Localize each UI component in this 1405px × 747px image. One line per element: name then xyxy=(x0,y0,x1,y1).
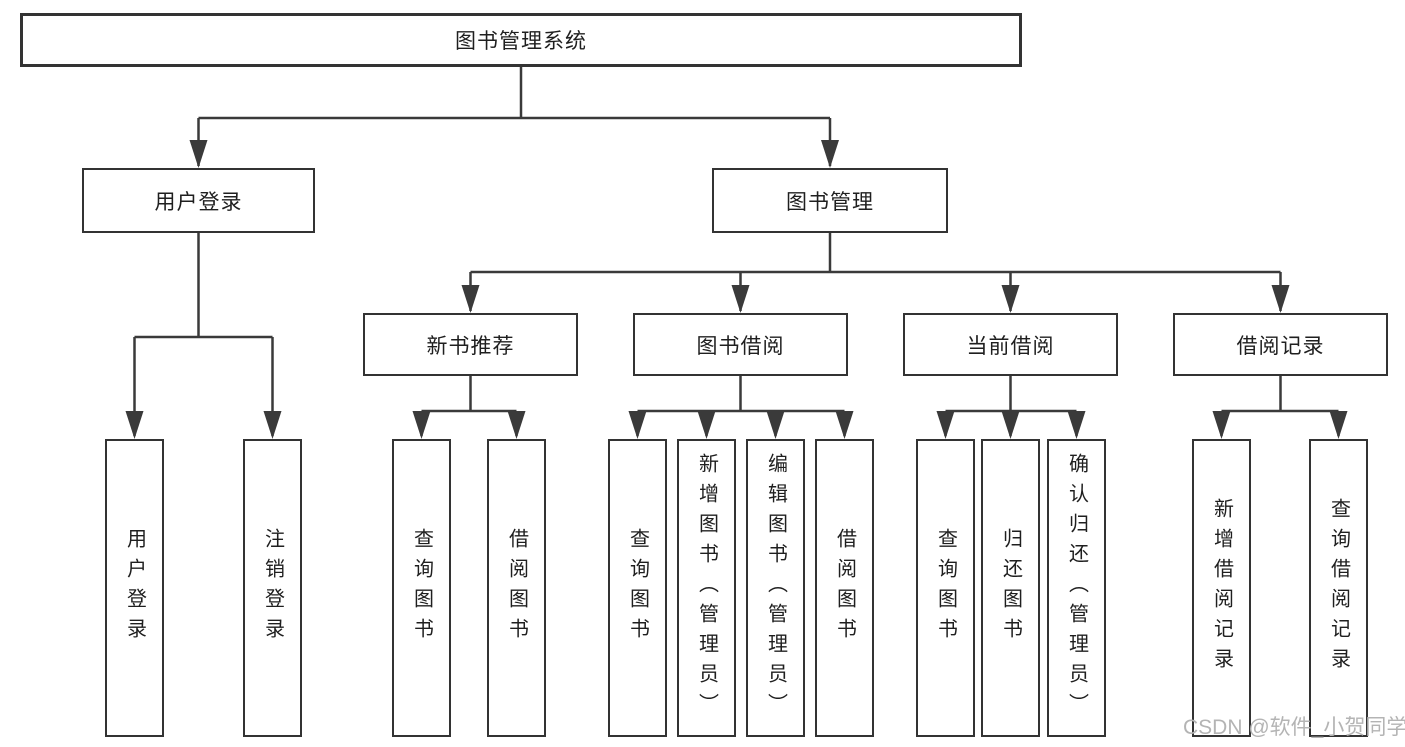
watermark: CSDN @软件_小贺同学 xyxy=(1183,716,1405,739)
node-label: 确认归还（管理员） xyxy=(1065,453,1088,723)
node-root: 图书管理系统 xyxy=(20,13,1022,67)
arrowhead xyxy=(461,285,480,313)
connector-root-to-level2 xyxy=(189,67,839,168)
node-new-book-recommend: 新书推荐 xyxy=(363,313,578,376)
arrowhead xyxy=(835,411,854,439)
node-label: 图书管理系统 xyxy=(455,30,587,53)
leaf-newbook-query-book: 查询图书 xyxy=(392,439,451,737)
arrowhead xyxy=(1329,411,1348,439)
node-label: 借阅记录 xyxy=(1236,334,1325,358)
node-label: 编辑图书（管理员） xyxy=(764,453,787,723)
node-user-login: 用户登录 xyxy=(82,168,315,233)
node-label: 借阅图书 xyxy=(833,528,856,648)
arrowhead xyxy=(412,411,431,439)
leaf-current-query-book: 查询图书 xyxy=(916,439,975,737)
arrowhead xyxy=(125,411,144,439)
connector-current-borrow-children xyxy=(936,376,1086,439)
node-label: 借阅图书 xyxy=(505,528,528,648)
arrowhead xyxy=(507,411,526,439)
arrowhead xyxy=(821,140,839,168)
node-label: 图书借阅 xyxy=(696,334,785,358)
arrowhead xyxy=(1001,285,1020,313)
connector-borrow-record-children xyxy=(1212,376,1348,439)
arrowhead xyxy=(1001,411,1020,439)
node-label: 注销登录 xyxy=(261,528,284,648)
arrowhead xyxy=(1067,411,1086,439)
node-label: 新书推荐 xyxy=(426,334,515,358)
node-label: 归还图书 xyxy=(999,528,1022,648)
leaf-borrow-add-book-admin: 新增图书（管理员） xyxy=(677,439,736,737)
node-current-borrow: 当前借阅 xyxy=(903,313,1118,376)
leaf-borrow-edit-book-admin: 编辑图书（管理员） xyxy=(746,439,805,737)
connector-new-book-children xyxy=(412,376,526,439)
connector-book-borrow-children xyxy=(628,376,854,439)
node-label: 新增图书（管理员） xyxy=(695,453,718,723)
arrowhead xyxy=(766,411,785,439)
node-label: 当前借阅 xyxy=(966,334,1055,358)
node-borrow-record: 借阅记录 xyxy=(1173,313,1388,376)
arrowhead xyxy=(731,285,750,313)
leaf-user-login: 用户登录 xyxy=(105,439,164,737)
node-label: 图书管理 xyxy=(786,190,874,214)
leaf-current-confirm-return-admin: 确认归还（管理员） xyxy=(1047,439,1106,737)
arrowhead xyxy=(1271,285,1290,313)
node-book-management: 图书管理 xyxy=(712,168,948,233)
arrowhead xyxy=(1212,411,1231,439)
arrowhead xyxy=(189,140,208,168)
connector-book-management-children xyxy=(461,233,1290,313)
leaf-borrow-query-book: 查询图书 xyxy=(608,439,667,737)
node-label: 新增借阅记录 xyxy=(1210,498,1233,678)
connector-user-login-children xyxy=(125,233,282,439)
node-book-borrow: 图书借阅 xyxy=(633,313,848,376)
arrowhead xyxy=(697,411,716,439)
arrowhead xyxy=(263,411,282,439)
leaf-newbook-borrow-book: 借阅图书 xyxy=(487,439,546,737)
leaf-record-add-borrow-record: 新增借阅记录 xyxy=(1192,439,1251,737)
leaf-current-return-book: 归还图书 xyxy=(981,439,1040,737)
node-label: 查询图书 xyxy=(626,528,649,648)
leaf-record-query-borrow-record: 查询借阅记录 xyxy=(1309,439,1368,737)
leaf-logout: 注销登录 xyxy=(243,439,302,737)
node-label: 查询图书 xyxy=(410,528,433,648)
node-label: 查询图书 xyxy=(934,528,957,648)
node-label: 用户登录 xyxy=(123,528,146,648)
arrowhead xyxy=(628,411,647,439)
leaf-borrow-borrow-book: 借阅图书 xyxy=(815,439,874,737)
arrowhead xyxy=(936,411,955,439)
node-label: 用户登录 xyxy=(154,190,243,214)
node-label: 查询借阅记录 xyxy=(1327,498,1350,678)
